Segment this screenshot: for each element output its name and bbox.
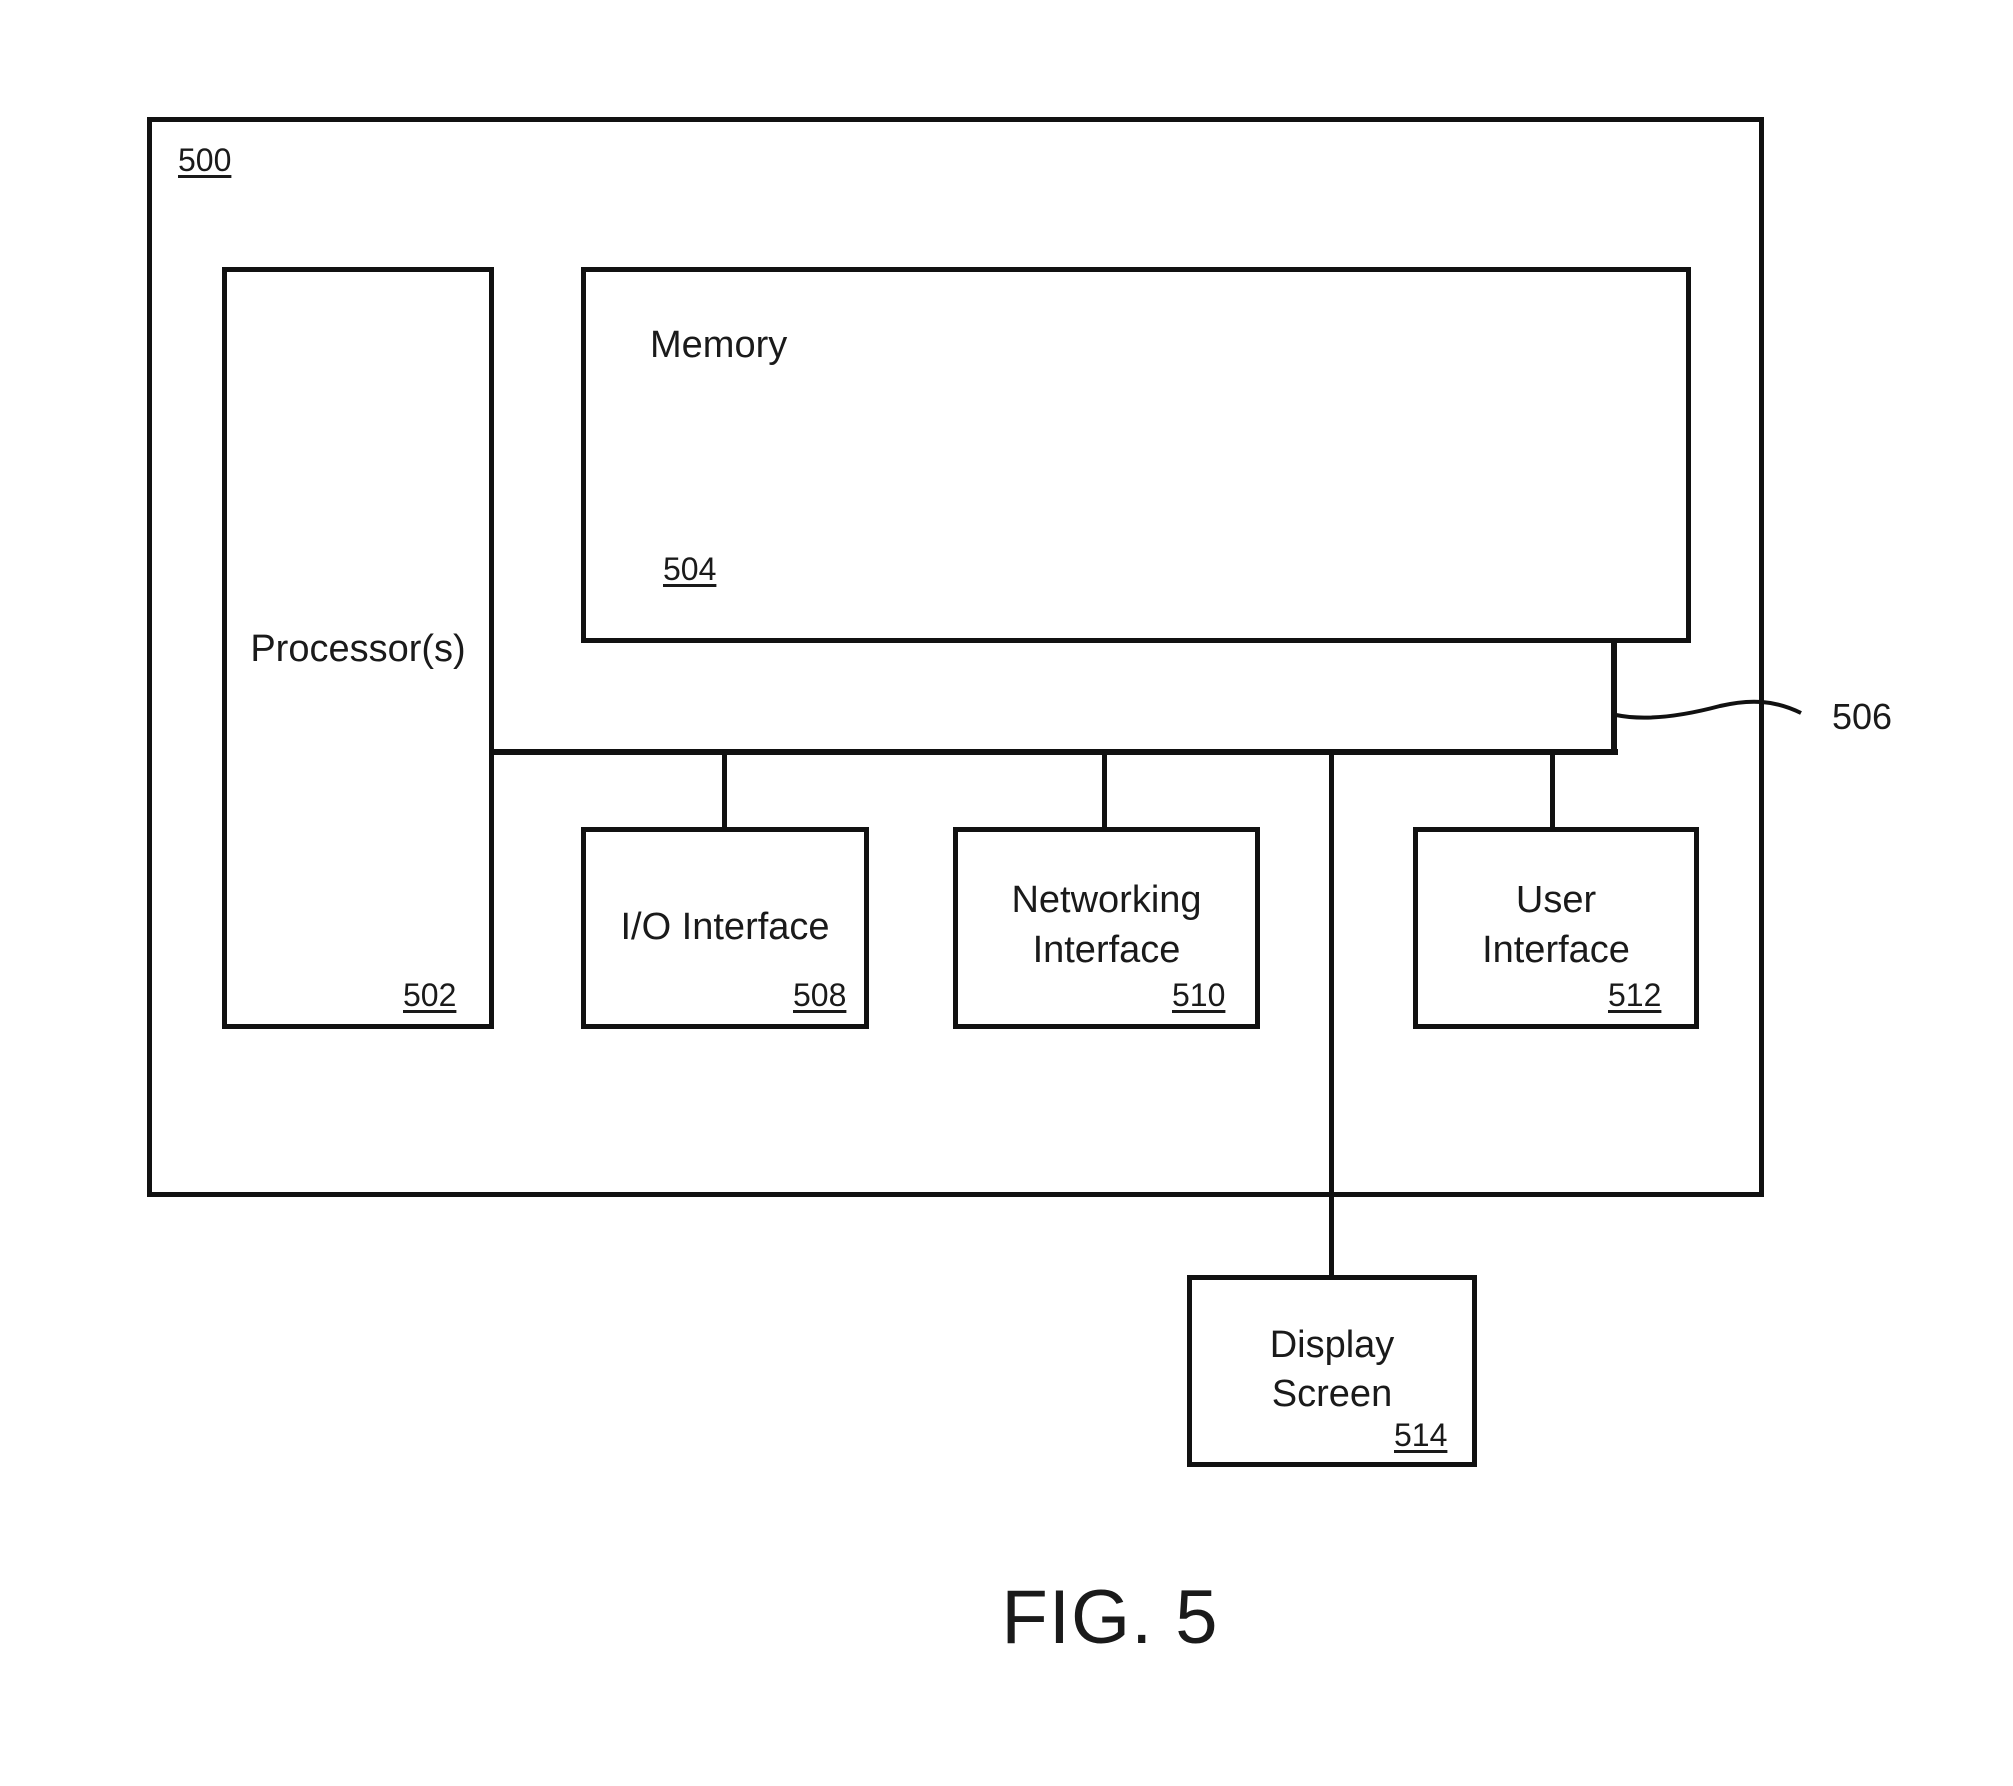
bus-io-connector: [722, 752, 727, 830]
display-screen-label-line1: Display: [1187, 1323, 1477, 1367]
figure-caption: FIG. 5: [960, 1575, 1260, 1661]
processor-label: Processor(s): [222, 627, 494, 671]
memory-ref-label: 504: [663, 552, 716, 586]
io-interface-ref-label: 508: [793, 978, 846, 1012]
user-interface-ref-label: 512: [1608, 978, 1661, 1012]
user-interface-label-line1: User: [1413, 878, 1699, 922]
system-ref-label: 500: [178, 143, 231, 177]
bus-user-interface-connector: [1550, 752, 1555, 830]
networking-interface-label-line1: Networking: [953, 878, 1260, 922]
bus-display-connector: [1329, 752, 1334, 1278]
display-screen-ref-label: 514: [1394, 1418, 1447, 1452]
bus-networking-connector: [1102, 752, 1107, 830]
user-interface-label-line2: Interface: [1413, 928, 1699, 972]
bus-ref-label: 506: [1832, 695, 1892, 739]
memory-label: Memory: [650, 323, 787, 367]
io-interface-label: I/O Interface: [581, 905, 869, 949]
bus-memory-riser: [1611, 640, 1617, 755]
processor-ref-label: 502: [403, 978, 456, 1012]
display-screen-label-line2: Screen: [1187, 1372, 1477, 1416]
networking-interface-label-line2: Interface: [953, 928, 1260, 972]
bus-horizontal: [489, 749, 1618, 755]
networking-interface-ref-label: 510: [1172, 978, 1225, 1012]
